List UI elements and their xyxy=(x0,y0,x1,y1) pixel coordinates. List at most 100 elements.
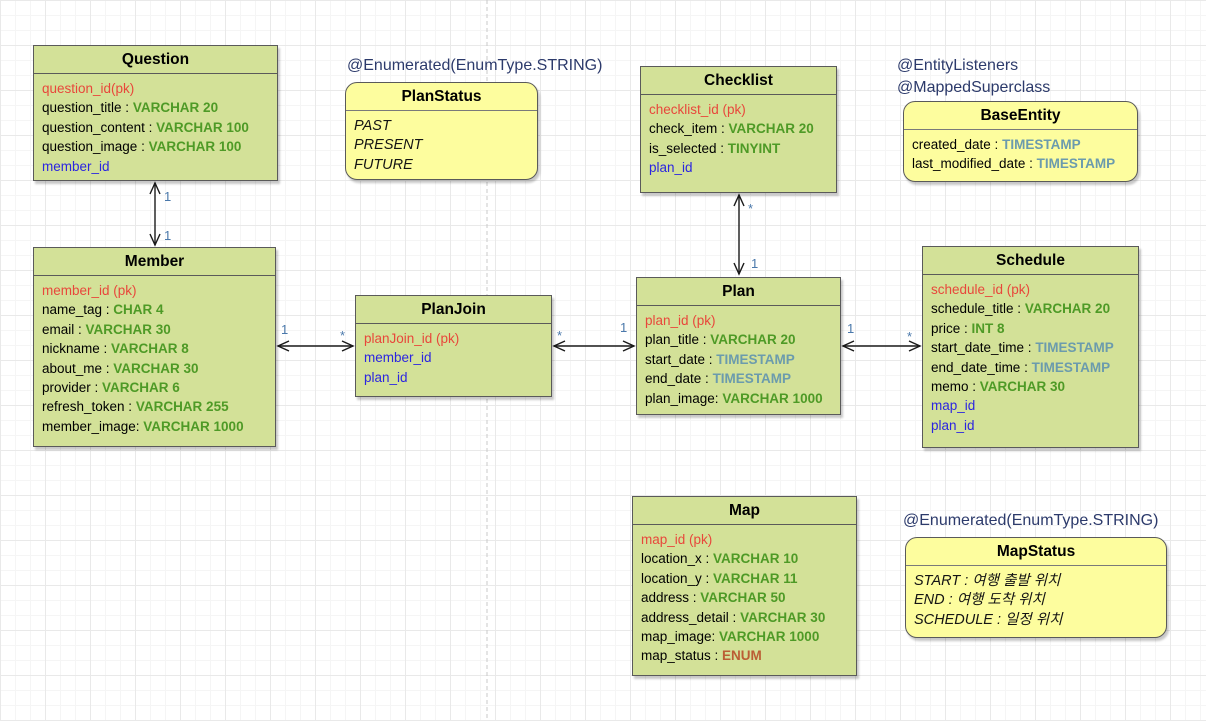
field-text: location_x : xyxy=(641,551,714,567)
field-text: PAST xyxy=(354,118,391,134)
field-row: last_modified_date : TIMESTAMP xyxy=(912,154,1129,173)
box-fields: planJoin_id (pk) member_id plan_id xyxy=(356,324,551,387)
arrowhead-icon xyxy=(276,340,290,352)
field-row: created_date : TIMESTAMP xyxy=(912,135,1129,154)
field-text: VARCHAR 11 xyxy=(713,570,798,586)
field-text: VARCHAR 20 xyxy=(132,100,219,116)
box-title: PlanJoin xyxy=(356,296,551,324)
arrowhead-icon xyxy=(622,340,636,352)
connector-member-planjoin[interactable]: 1* xyxy=(276,322,355,352)
multiplicity-label: 1 xyxy=(751,256,758,271)
entity-question[interactable]: Question question_id(pk) question_title : … xyxy=(33,45,278,181)
field-text: name_tag : xyxy=(42,302,114,318)
field-row: planJoin_id (pk) xyxy=(364,329,543,348)
field-text: TINYINT xyxy=(727,140,781,156)
box-title: Member xyxy=(34,248,275,276)
field-row: memo : VARCHAR 30 xyxy=(931,377,1130,396)
field-row: FUTURE xyxy=(354,155,529,174)
box-title: MapStatus xyxy=(906,538,1166,566)
field-row: checklist_id (pk) xyxy=(649,100,828,119)
annotation-text[interactable]: @Enumerated(EnumType.STRING) xyxy=(347,57,603,74)
multiplicity-label: * xyxy=(340,328,345,343)
field-row: location_y : VARCHAR 11 xyxy=(641,569,848,588)
field-text: created_date : xyxy=(912,137,1003,152)
field-text: FUTURE xyxy=(354,156,413,173)
field-row: is_selected : TINYINT xyxy=(649,139,828,158)
field-row: start_date : TIMESTAMP xyxy=(645,350,832,369)
field-text: memo : xyxy=(931,378,980,394)
field-text: member_image: xyxy=(42,418,144,434)
field-text: VARCHAR 50 xyxy=(700,590,786,606)
annotation-text[interactable]: @EntityListeners xyxy=(897,57,1019,74)
arrowhead-icon xyxy=(341,340,355,352)
field-text: VARCHAR 6 xyxy=(102,379,180,395)
connector-question-member[interactable]: 11 xyxy=(149,181,171,247)
multiplicity-label: * xyxy=(907,329,912,344)
field-text: END : 여행 도착 위치 xyxy=(914,592,1045,609)
field-text: end_date_time : xyxy=(931,359,1032,375)
field-text: VARCHAR 100 xyxy=(148,139,242,155)
multiplicity-label: 1 xyxy=(620,320,627,335)
field-row: provider : VARCHAR 6 xyxy=(42,378,267,397)
connector-plan-schedule[interactable]: 1* xyxy=(841,321,922,352)
box-fields: question_id(pk) question_title : VARCHAR … xyxy=(34,74,277,176)
field-text: VARCHAR 1000 xyxy=(722,390,823,406)
field-row: start_date_time : TIMESTAMP xyxy=(931,338,1130,357)
field-text: question_title : xyxy=(42,100,133,116)
box-title: Plan xyxy=(637,278,840,306)
field-row: plan_id xyxy=(931,416,1130,435)
field-text: VARCHAR 255 xyxy=(135,399,229,415)
field-text: end_date : xyxy=(645,371,713,387)
field-row: question_id(pk) xyxy=(42,79,269,98)
field-text: ENUM xyxy=(722,648,762,664)
field-text: VARCHAR 10 xyxy=(713,551,799,567)
field-text: member_id xyxy=(364,350,432,366)
field-text: TIMESTAMP xyxy=(1036,156,1116,172)
field-text: is_selected : xyxy=(649,140,728,156)
field-text: map_image: xyxy=(641,628,720,644)
field-row: plan_id xyxy=(364,368,543,387)
field-row: member_image: VARCHAR 1000 xyxy=(42,417,267,436)
field-text: VARCHAR 30 xyxy=(979,378,1066,394)
box-title: Checklist xyxy=(641,67,836,95)
field-text: check_item : xyxy=(649,121,729,137)
field-text: map_id (pk) xyxy=(641,532,713,547)
field-text: member_id xyxy=(42,158,110,174)
multiplicity-label: * xyxy=(748,201,753,216)
box-fields: checklist_id (pk)check_item : VARCHAR 20… xyxy=(641,95,836,178)
annotation-text[interactable]: @MappedSuperclass xyxy=(897,79,1051,96)
field-text: INT 8 xyxy=(971,320,1005,336)
field-text: SCHEDULE : 일정 위치 xyxy=(914,611,1063,628)
field-text: plan_image: xyxy=(645,390,723,406)
field-text: VARCHAR 30 xyxy=(740,609,826,625)
field-text: checklist_id (pk) xyxy=(649,102,746,117)
annotation-text[interactable]: @Enumerated(EnumType.STRING) xyxy=(903,512,1159,529)
field-row: PAST xyxy=(354,116,529,135)
field-text: map_id xyxy=(931,398,976,414)
field-text: START : 여행 출발 위치 xyxy=(914,573,1061,589)
field-text: member_id (pk) xyxy=(42,283,137,298)
field-text: about_me : xyxy=(42,360,114,376)
field-text: question_id(pk) xyxy=(42,81,135,96)
field-text: VARCHAR 30 xyxy=(85,321,171,337)
field-text: TIMESTAMP xyxy=(712,371,792,387)
field-text: TIMESTAMP xyxy=(1031,359,1111,375)
entity-planjoin[interactable]: PlanJoin planJoin_id (pk) member_id plan_id xyxy=(355,295,552,397)
connector-checklist-plan[interactable]: *1 xyxy=(733,193,758,276)
field-text: PRESENT xyxy=(354,137,423,154)
field-row: question_title : VARCHAR 20 xyxy=(42,98,269,117)
field-row: name_tag : CHAR 4 xyxy=(42,300,267,319)
field-row: map_image: VARCHAR 1000 xyxy=(641,627,848,646)
field-row: end_date : TIMESTAMP xyxy=(645,369,832,388)
box-title: Question xyxy=(34,46,277,74)
connector-planjoin-plan[interactable]: *1 xyxy=(552,320,636,352)
